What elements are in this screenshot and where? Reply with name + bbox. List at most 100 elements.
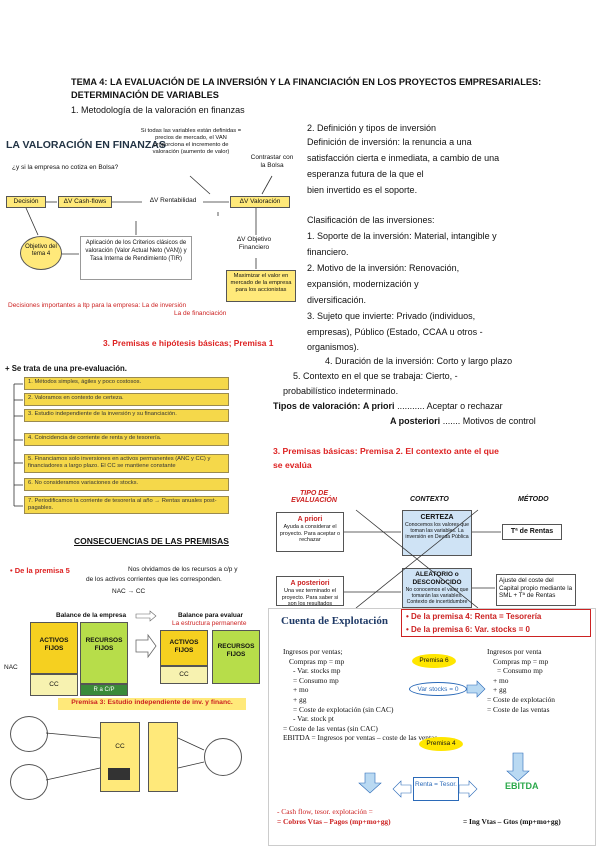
cuenta-right-line: = Consumo mp bbox=[497, 666, 543, 676]
premisa4-line: • De la premisa 4: Renta = Tesorería bbox=[406, 612, 542, 621]
objetivo-ellipse: Objetivo del tema 4 bbox=[20, 236, 62, 270]
clasificacion-item: 3. Sujeto que invierte: Privado (individ… bbox=[307, 311, 476, 321]
clasificacion-item: 4. Duración de la inversión: Corto y lar… bbox=[325, 356, 513, 366]
a-posteriori-title: A posteriori bbox=[290, 580, 330, 587]
balance-evaluar-sub: La estructura permanente bbox=[172, 620, 247, 627]
premisas-box: • De la premisa 4: Renta = Tesorería • D… bbox=[401, 609, 591, 637]
cuenta-right-line: Ingresos por venta bbox=[487, 647, 542, 656]
balance-evaluar-label: Balance para evaluar bbox=[178, 612, 244, 619]
clasificacion-item: diversificación. bbox=[307, 295, 367, 305]
var-stocks-oval: Var stocks = 0 bbox=[409, 682, 467, 696]
premisa5-label: De la premisa 5 bbox=[14, 566, 70, 575]
cash-line-1: - Cash flow, tesor. explotación = bbox=[277, 807, 373, 816]
section-1-heading: 1. Metodología de la valoración en finan… bbox=[71, 105, 245, 115]
contexto-header: CONTEXTO bbox=[410, 496, 449, 503]
figure-question: ¿y si la empresa no cotiza en Bolsa? bbox=[12, 164, 119, 171]
recursos-fijos-block: RECURSOS FIJOS bbox=[80, 622, 128, 684]
premisa6-line: • De la premisa 6: Var. stocks = 0 bbox=[406, 625, 530, 634]
premisa-item: 4. Coincidencia de corriente de renta y … bbox=[24, 433, 229, 446]
definition-line: bien invertido es el soporte. bbox=[307, 185, 418, 195]
tipo-evaluacion-header: TIPO DE EVALUACIÓN bbox=[291, 490, 337, 504]
cuenta-line: Compras mp = mp bbox=[289, 656, 345, 666]
metodo-header: MÉTODO bbox=[518, 496, 549, 503]
aleatorio-desc: No conocemos el valor que tomarán las va… bbox=[405, 587, 469, 605]
mercado-factores-circle bbox=[10, 764, 48, 800]
cuenta-right-line: + mo bbox=[493, 675, 509, 685]
balance-empresa-label: Balance de la empresa bbox=[56, 612, 127, 619]
activos-fijos-block-2: ACTIVOS FIJOS bbox=[160, 630, 208, 666]
mercado-bienes-circle bbox=[10, 716, 48, 752]
rentabilidad-label: ΔV Rentabilidad bbox=[149, 197, 197, 204]
a-posteriori-box: A posteriori Una vez terminado el proyec… bbox=[276, 576, 344, 606]
tasa-rentas-box: Tª de Rentas bbox=[502, 524, 562, 540]
cc-block-2: CC bbox=[160, 666, 208, 684]
cuenta-arrows bbox=[358, 680, 530, 798]
doc-title-2: DETERMINACIÓN DE VARIABLES bbox=[71, 90, 219, 100]
tipos-valoracion-line: Tipos de valoración: A priori ..........… bbox=[273, 400, 503, 414]
premisa3-pasivo-box bbox=[148, 722, 178, 792]
a-priori-desc: Ayuda a considerar el proyecto. Para ace… bbox=[279, 524, 341, 543]
premisa5-bullet: • De la premisa 5 bbox=[10, 566, 70, 575]
cuenta-line: = Coste de las ventas (sin CAC) bbox=[283, 723, 378, 733]
premisa3-arrows bbox=[45, 732, 205, 781]
consecuencias-heading: CONSECUENCIAS DE LAS PREMISAS bbox=[74, 536, 229, 546]
cashflows-box: ΔV Cash-flows bbox=[58, 196, 112, 208]
definition-line: satisfacción cierta e inmediata, a cambi… bbox=[307, 153, 500, 163]
premisa-item: 5. Financiamos solo inversiones en activ… bbox=[24, 454, 229, 473]
a-priori-label: A priori bbox=[362, 401, 395, 411]
consec-text-3: NAC → CC bbox=[112, 588, 146, 595]
valoracion-figure: LA VALORACIÓN EN FINANZAS ¿y si la empre… bbox=[0, 126, 298, 317]
cuenta-explotacion-figure: Cuenta de Explotación • De la premisa 4:… bbox=[268, 608, 596, 846]
a-priori-text: ........... Aceptar o rechazar bbox=[397, 401, 503, 411]
cuenta-left-column: Ingresos por ventas; Compras mp = mp - V… bbox=[283, 647, 437, 743]
ebitda-label: EBITDA bbox=[505, 781, 539, 791]
premisa-item: 6. No consideramos variaciones de stocks… bbox=[24, 478, 229, 491]
clasificacion-item: probabilístico indeterminado. bbox=[283, 386, 399, 396]
cuenta-line: - Var. stock pt bbox=[293, 714, 334, 724]
a-priori-title: A priori bbox=[297, 516, 323, 523]
clasificacion-heading: Clasificación de las inversiones: bbox=[307, 215, 435, 225]
cash-line-2: = Cobros Vtas – Pagos (mp+mo+gg) bbox=[277, 817, 391, 826]
contexto-arrows bbox=[344, 509, 501, 608]
figure-arrows bbox=[25, 175, 273, 269]
premisas-bracket bbox=[13, 383, 23, 507]
cuenta-right-column: Ingresos por venta Compras mp = mp = Con… bbox=[487, 647, 555, 714]
premisa-item: 1. Métodos simples, ágiles y poco costos… bbox=[24, 377, 229, 390]
cuenta-right-line: = Coste de las ventas bbox=[487, 704, 550, 714]
consec-text-1: Nos olvidamos de los recursos a c/p y bbox=[128, 566, 238, 573]
cuenta-line: + gg bbox=[293, 694, 307, 704]
a-posteriori-desc: Una vez terminado el proyecto. Para sabe… bbox=[281, 588, 339, 606]
cuenta-line: EBITDA = Ingresos por ventas – coste de … bbox=[283, 733, 438, 743]
certeza-box: CERTEZA Conocemos los valores que toman … bbox=[402, 510, 472, 556]
premisa-item: 7. Periodificamos la corriente de tesore… bbox=[24, 496, 229, 514]
a-posteriori-text: ....... Motivos de control bbox=[442, 416, 536, 426]
cuenta-line: Ingresos por ventas; bbox=[283, 647, 343, 656]
cuenta-line: - Var. stocks mp bbox=[293, 666, 341, 676]
clasificacion-item: financiero. bbox=[307, 247, 349, 257]
premisas-heading: 3. Premisas e hipótesis básicas; Premisa… bbox=[103, 338, 274, 348]
cuenta-line: = Coste de explotación (sin CAC) bbox=[293, 704, 394, 714]
decision-box: Decisión bbox=[6, 196, 46, 208]
mercado-financiero-circle bbox=[204, 738, 242, 776]
aleatorio-title: ALEATORIO o DESCONOCIDO bbox=[412, 571, 462, 586]
clasificacion-item: organismos). bbox=[307, 342, 360, 352]
cc-block: CC bbox=[30, 674, 78, 696]
cuenta-line: = Consumo mp bbox=[293, 675, 339, 685]
premisa3-figure: Premisa 3: Estudio independiente de inv.… bbox=[8, 698, 246, 848]
recursos-fijos-block-2: RECURSOS FIJOS bbox=[212, 630, 260, 684]
cuenta-right-line: Compras mp = mp bbox=[493, 656, 549, 666]
premisa-item: 3. Estudio independiente de la inversión… bbox=[24, 409, 229, 422]
doc-title: TEMA 4: LA EVALUACIÓN DE LA INVERSIÓN Y … bbox=[71, 77, 542, 87]
ajuste-box: Ajuste del coste del Capital propio medi… bbox=[496, 574, 576, 606]
premisa6-oval: Premisa 6 bbox=[412, 654, 456, 668]
a-priori-box: A priori Ayuda a considerar el proyecto.… bbox=[276, 512, 344, 552]
figure-foot-2: La de financiación bbox=[174, 310, 227, 317]
a-posteriori-label: A posteriori bbox=[390, 416, 441, 426]
clasificacion-item: 2. Motivo de la inversión: Renovación, bbox=[307, 263, 460, 273]
rcp-block: R a C/P bbox=[80, 684, 128, 696]
criterios-box: Aplicación de los Criterios clásicos de … bbox=[80, 236, 192, 280]
clasificacion-item: 1. Soporte de la inversión: Material, in… bbox=[307, 231, 497, 241]
premisa3-cc-box: CC bbox=[100, 722, 140, 792]
contexto-diagram: TIPO DE EVALUACIÓN CONTEXTO MÉTODO A pri… bbox=[270, 488, 590, 608]
